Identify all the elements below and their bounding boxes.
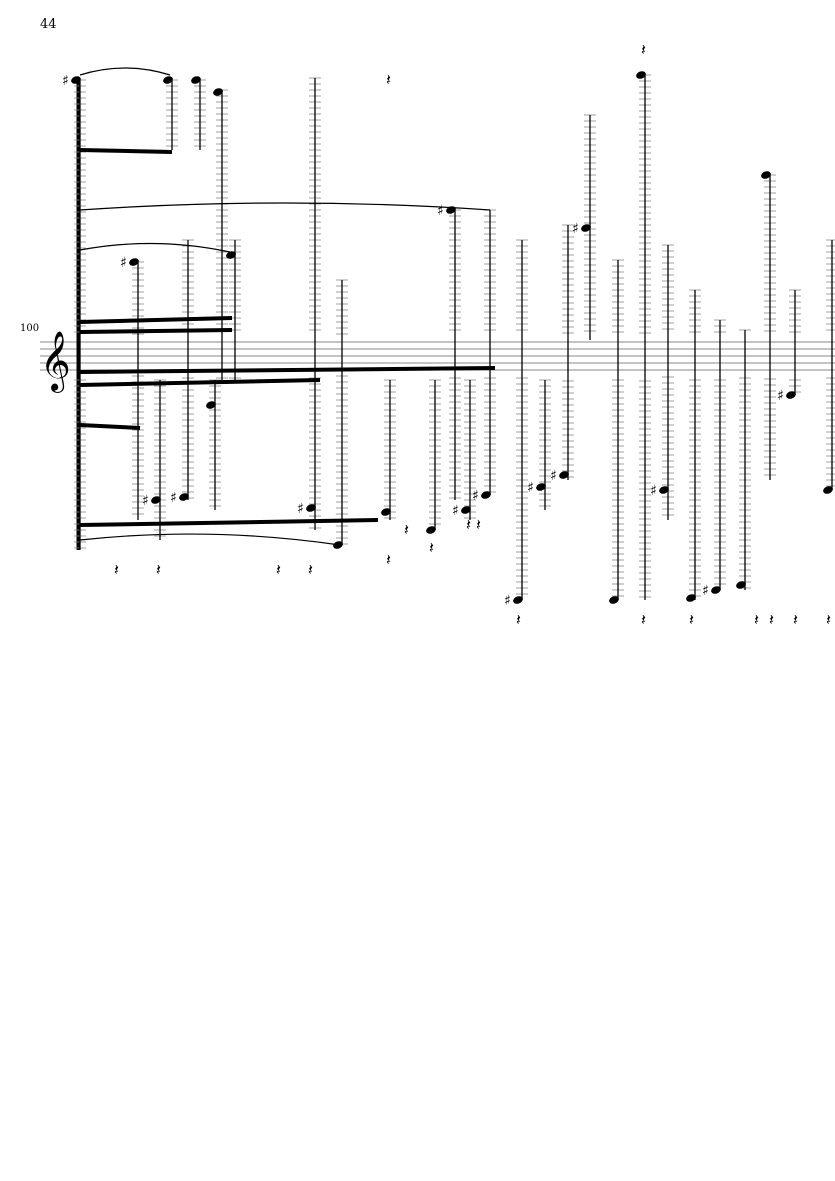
quarter-rest-icon: 𝄽 — [641, 40, 646, 59]
notehead — [609, 596, 619, 604]
notehead — [71, 76, 81, 84]
quarter-rest-icon: 𝄽 — [689, 610, 694, 629]
quarter-rest-icon: 𝄽 — [754, 610, 759, 629]
beam — [79, 316, 233, 324]
sharp-icon: ♯ — [550, 468, 557, 484]
notehead — [481, 491, 491, 499]
quarter-rest-icon: 𝄽 — [404, 520, 409, 539]
notehead — [129, 258, 139, 266]
notehead — [461, 506, 471, 514]
notehead — [163, 76, 173, 84]
quarter-rest-icon: 𝄽 — [516, 610, 521, 629]
notehead — [636, 71, 646, 79]
treble-clef-icon: 𝄞 — [40, 331, 71, 393]
tie — [79, 202, 491, 211]
sharp-icon: ♯ — [527, 480, 534, 496]
notehead — [226, 251, 236, 259]
quarter-rest-icon: 𝄽 — [826, 610, 831, 629]
notehead — [426, 526, 436, 534]
notehead — [686, 594, 696, 602]
quarter-rest-icon: 𝄽 — [476, 515, 481, 534]
sharp-icon: ♯ — [504, 593, 511, 609]
quarter-rest-icon: 𝄽 — [386, 70, 391, 89]
notehead — [711, 586, 721, 594]
quarter-rest-icon: 𝄽 — [386, 550, 391, 569]
notehead — [306, 504, 316, 512]
sharp-icon: ♯ — [297, 501, 304, 517]
beam — [79, 518, 379, 527]
sharp-icon: ♯ — [142, 493, 149, 509]
notehead — [206, 401, 216, 409]
sharp-icon: ♯ — [120, 255, 127, 271]
notehead — [536, 483, 546, 491]
quarter-rest-icon: 𝄽 — [156, 560, 161, 579]
quarter-rest-icon: 𝄽 — [793, 610, 798, 629]
notehead — [179, 493, 189, 501]
notehead — [151, 496, 161, 504]
tie — [79, 533, 341, 546]
quarter-rest-icon: 𝄽 — [641, 610, 646, 629]
notehead — [761, 171, 771, 179]
quarter-rest-icon: 𝄽 — [308, 560, 313, 579]
rests: 𝄽 𝄽 𝄽 𝄽 𝄽 𝄽 𝄽 𝄽 𝄽 𝄽 𝄽 𝄽 𝄽 𝄽 𝄽 𝄽 𝄽 𝄽 — [114, 40, 831, 629]
beam — [79, 148, 173, 154]
notehead — [581, 224, 591, 232]
notehead — [736, 581, 746, 589]
sharp-icon: ♯ — [572, 221, 579, 237]
notehead — [213, 88, 223, 96]
sharp-icon: ♯ — [62, 73, 69, 89]
notehead — [333, 541, 343, 549]
notes: ♯ ♯ ♯ ♯ ♯ ♯ ♯ ♯ ♯ ♯ ♯ ♯ ♯ ♯ ♯ — [62, 71, 833, 609]
notehead — [659, 486, 669, 494]
sharp-icon: ♯ — [452, 503, 459, 519]
sharp-icon: ♯ — [437, 203, 444, 219]
sharp-icon: ♯ — [170, 490, 177, 506]
tie — [79, 67, 171, 76]
beam — [79, 328, 233, 334]
tie — [79, 242, 231, 253]
quarter-rest-icon: 𝄽 — [276, 560, 281, 579]
beam — [79, 423, 141, 430]
notehead — [559, 471, 569, 479]
sharp-icon: ♯ — [472, 488, 479, 504]
notehead — [513, 596, 523, 604]
page-number: 44 — [40, 17, 57, 32]
measure-number: 100 — [20, 323, 40, 334]
beam — [79, 366, 496, 374]
quarter-rest-icon: 𝄽 — [466, 515, 471, 534]
sharp-icon: ♯ — [650, 483, 657, 499]
beams — [79, 67, 496, 546]
sharp-icon: ♯ — [777, 388, 784, 404]
sharp-icon: ♯ — [702, 583, 709, 599]
quarter-rest-icon: 𝄽 — [769, 610, 774, 629]
notehead — [446, 206, 456, 214]
quarter-rest-icon: 𝄽 — [429, 538, 434, 557]
notehead — [823, 486, 833, 494]
beam — [79, 378, 321, 387]
notehead — [381, 508, 391, 516]
notehead — [786, 391, 796, 399]
notehead — [191, 76, 201, 84]
quarter-rest-icon: 𝄽 — [114, 560, 119, 579]
